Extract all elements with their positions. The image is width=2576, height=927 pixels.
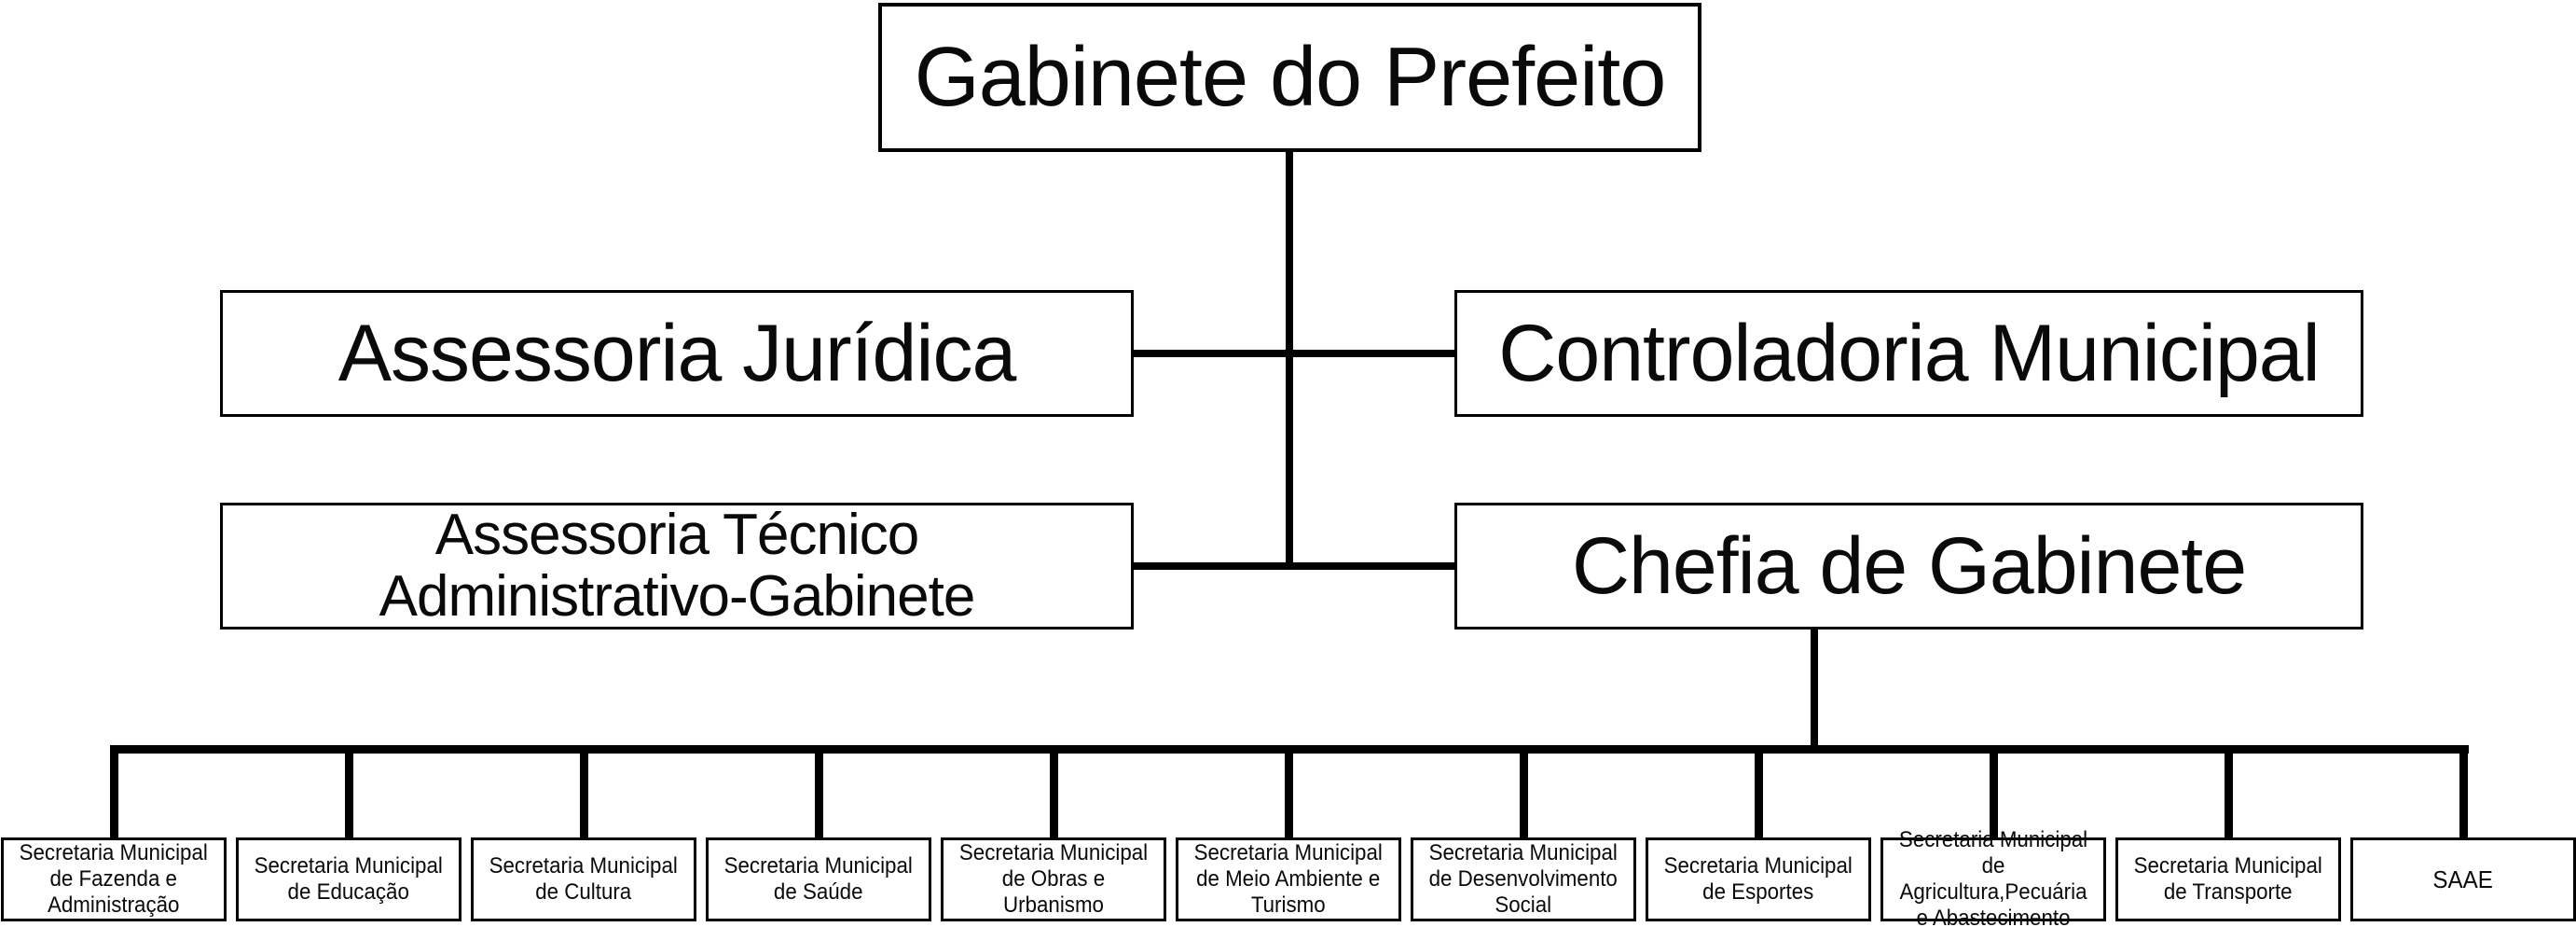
node-secretaria-obras-urbanismo-label: Secretaria Municipal de Obras e Urbanism… <box>958 840 1149 918</box>
node-secretaria-agricultura: Secretaria Municipal de Agricultura,Pecu… <box>1880 827 2106 927</box>
node-assessoria-tecnico-administrativo-label: Assessoria Técnico Administrativo-Gabine… <box>379 503 976 629</box>
node-controladoria-municipal: Controladoria Municipal <box>1454 290 2363 417</box>
node-secretaria-saude-label: Secretaria Municipal de Saúde <box>723 853 914 905</box>
node-assessoria-juridica: Assessoria Jurídica <box>220 290 1134 417</box>
connector-drop-1 <box>110 745 118 837</box>
node-saae-label: SAAE <box>2432 865 2494 893</box>
node-secretaria-agricultura-label: Secretaria Municipal de Agricultura,Pecu… <box>1898 827 2088 927</box>
node-assessoria-tecnico-administrativo: Assessoria Técnico Administrativo-Gabine… <box>220 503 1134 630</box>
node-secretaria-transporte: Secretaria Municipal de Transporte <box>2115 837 2341 921</box>
node-secretaria-fazenda-label: Secretaria Municipal de Fazenda e Admini… <box>19 840 209 918</box>
node-secretaria-desenvolvimento-social: Secretaria Municipal de Desenvolvimento … <box>1411 837 1636 921</box>
node-secretaria-desenvolvimento-social-label: Secretaria Municipal de Desenvolvimento … <box>1428 840 1619 918</box>
node-gabinete-prefeito: Gabinete do Prefeito <box>878 3 1701 152</box>
connector-drop-2 <box>345 745 353 837</box>
node-secretaria-cultura-label: Secretaria Municipal de Cultura <box>489 853 679 905</box>
connector-drop-7 <box>1520 745 1528 837</box>
connector-level2-horizontal <box>1134 350 1454 357</box>
node-gabinete-prefeito-label: Gabinete do Prefeito <box>914 30 1667 124</box>
node-secretaria-educacao: Secretaria Municipal de Educação <box>236 837 461 921</box>
node-chefia-gabinete: Chefia de Gabinete <box>1454 503 2363 630</box>
connector-drop-10 <box>2225 745 2233 837</box>
node-controladoria-municipal-label: Controladoria Municipal <box>1498 308 2320 398</box>
node-secretaria-transporte-label: Secretaria Municipal de Transporte <box>2133 853 2323 905</box>
node-secretaria-educacao-label: Secretaria Municipal de Educação <box>254 853 444 905</box>
node-secretaria-meio-ambiente-turismo: Secretaria Municipal de Meio Ambiente e … <box>1176 837 1401 921</box>
node-secretaria-fazenda: Secretaria Municipal de Fazenda e Admini… <box>1 837 227 921</box>
connector-drop-4 <box>815 745 823 837</box>
connector-drop-3 <box>580 745 588 837</box>
node-secretaria-obras-urbanismo: Secretaria Municipal de Obras e Urbanism… <box>941 837 1166 921</box>
node-assessoria-juridica-label: Assessoria Jurídica <box>337 308 1017 398</box>
connector-drop-5 <box>1050 745 1058 837</box>
connector-chefia-drop <box>1811 630 1818 750</box>
node-secretaria-meio-ambiente-turismo-label: Secretaria Municipal de Meio Ambiente e … <box>1193 840 1384 918</box>
connector-drop-11 <box>2459 745 2468 837</box>
node-secretaria-esportes: Secretaria Municipal de Esportes <box>1646 837 1871 921</box>
node-secretaria-cultura: Secretaria Municipal de Cultura <box>471 837 696 921</box>
connector-root-vertical <box>1286 152 1293 570</box>
connector-drop-9 <box>1990 745 1998 837</box>
connector-level3-horizontal <box>1134 562 1454 570</box>
node-secretaria-saude: Secretaria Municipal de Saúde <box>706 837 931 921</box>
node-chefia-gabinete-label: Chefia de Gabinete <box>1571 520 2247 611</box>
node-secretaria-esportes-label: Secretaria Municipal de Esportes <box>1663 853 1853 905</box>
connector-drop-6 <box>1285 745 1293 837</box>
connector-drop-8 <box>1755 745 1763 837</box>
node-saae: SAAE <box>2350 837 2576 921</box>
